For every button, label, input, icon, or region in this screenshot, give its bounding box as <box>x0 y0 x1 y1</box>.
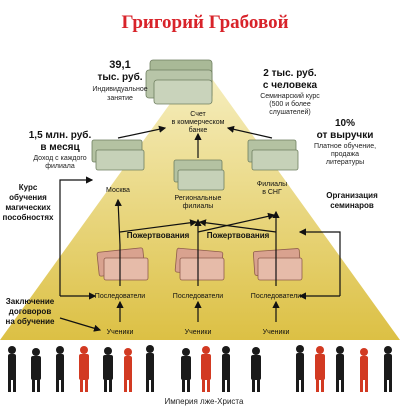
donations-label-left: Пожертвования <box>127 231 190 240</box>
contracts-line1: Заключение <box>6 297 55 306</box>
money-bills-bottom-center <box>174 247 225 281</box>
money-bills-bottom-right <box>252 248 303 281</box>
node-cis-line1: Филиалы <box>257 181 287 188</box>
top-amount-note: Индивидуальное <box>92 86 147 93</box>
courses-line3: магических <box>5 203 51 212</box>
followers-right: Последователи <box>251 293 301 300</box>
contracts-line3: на обучение <box>6 317 56 326</box>
node-cis-line2: в СНГ <box>262 189 282 196</box>
money-stack-top <box>145 59 213 105</box>
flow-arrows <box>59 125 341 332</box>
revenue-note3: литературы <box>326 159 364 166</box>
courses-line2: обучения <box>9 193 47 202</box>
branch-income-note2: филиала <box>45 163 75 170</box>
revenue-line2: от выручки <box>317 130 374 141</box>
revenue-line1: 10% <box>335 118 355 129</box>
seminars-line1: Организация <box>326 191 378 200</box>
page-title: Григорий Грабовой <box>121 12 288 33</box>
node-moscow: Москва <box>106 187 130 194</box>
money-stack-right <box>247 139 299 171</box>
money-bills-bottom-left <box>96 247 149 281</box>
money-stack-center <box>173 159 225 191</box>
students-right: Ученики <box>263 329 290 336</box>
caption: Империя лже-Христа <box>165 397 244 406</box>
contracts-line2: договоров <box>9 307 52 316</box>
courses-line4: пособностях <box>3 213 55 222</box>
seminar-note1: Семинарский курс <box>260 92 320 100</box>
money-stack-left <box>91 139 145 171</box>
courses-line1: Курс <box>19 183 38 192</box>
branch-income-line2: в месяц <box>40 142 80 153</box>
people-silhouettes <box>8 345 392 392</box>
top-amount-line1: 39,1 <box>109 59 130 71</box>
top-amount-note2: занятие <box>107 95 133 102</box>
seminar-note2: (500 и более <box>269 100 311 108</box>
branch-income-line1: 1,5 млн. руб. <box>29 129 92 141</box>
bank-line2: в коммерческом <box>172 119 225 126</box>
seminar-note3: слушателей) <box>269 108 310 116</box>
top-amount-line2: тыс. руб. <box>97 71 142 83</box>
followers-center: Последователи <box>173 293 223 300</box>
bank-line1: Счет <box>190 111 206 118</box>
node-regional-line2: филиалы <box>183 203 214 210</box>
bank-line3: банке <box>189 126 208 134</box>
seminar-line1: 2 тыс. руб. <box>263 67 317 79</box>
donations-label-right: Пожертвования <box>207 231 270 240</box>
students-left: Ученики <box>107 329 134 336</box>
branch-income-note1: Доход с каждого <box>33 155 86 162</box>
node-regional-line1: Региональные <box>175 195 222 202</box>
followers-left: Последователи <box>95 293 145 300</box>
revenue-note2: продажа <box>331 151 359 158</box>
seminars-line2: семинаров <box>330 201 374 210</box>
revenue-note1: Платное обучение, <box>314 142 376 150</box>
seminar-line2: с человека <box>263 80 318 91</box>
students-center: Ученики <box>185 329 212 336</box>
